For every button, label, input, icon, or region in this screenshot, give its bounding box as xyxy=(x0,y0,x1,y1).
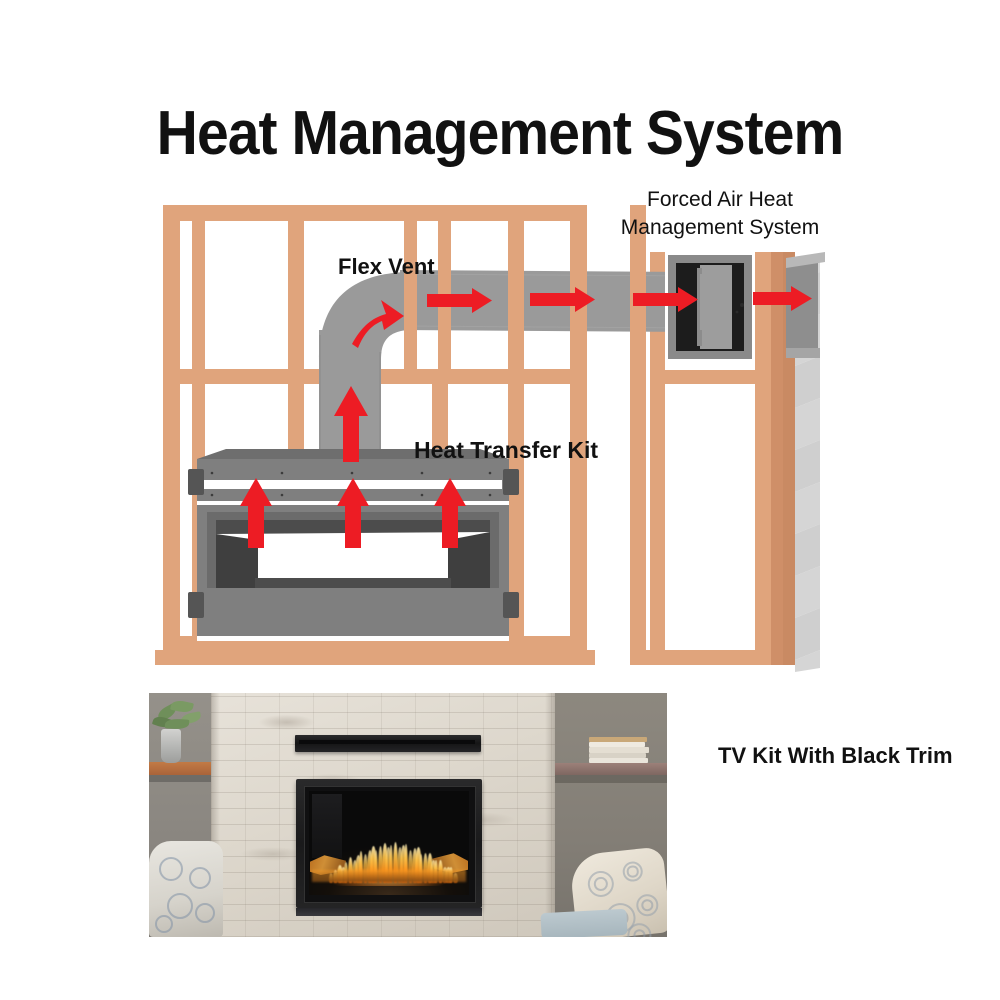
photo-hearth-ledge xyxy=(296,908,482,916)
photo-stone-edge-right xyxy=(545,693,555,937)
label-heat-transfer-kit: Heat Transfer Kit xyxy=(414,437,599,463)
photo-vase xyxy=(161,729,181,763)
label-tv-kit: TV Kit With Black Trim xyxy=(718,743,953,768)
photo-ottoman xyxy=(540,908,628,937)
photo-stone-edge-left xyxy=(211,693,220,937)
photo-plant xyxy=(151,697,207,733)
photo-ember-bed xyxy=(312,870,466,882)
photo-firebox-back-panel xyxy=(312,794,342,858)
photo-shelf-right xyxy=(551,763,667,775)
duct-over-studs xyxy=(404,205,646,665)
installed-fireplace-photo xyxy=(149,693,667,937)
photo-books xyxy=(589,737,649,763)
page-title: Heat Management System xyxy=(156,99,845,168)
exterior-vent-cap xyxy=(786,252,825,358)
airflow-arrows xyxy=(240,286,812,548)
label-flex-vent: Flex Vent xyxy=(338,254,435,279)
photo-shelf-left xyxy=(149,762,213,775)
photo-shelf-left-shadow xyxy=(149,775,213,782)
photo-tv-kit-slot xyxy=(299,740,475,744)
photo-chair-left xyxy=(149,841,223,937)
forced-air-unit xyxy=(665,252,755,362)
label-forced-air-line1: Forced Air Heat xyxy=(647,188,793,211)
photo-shelf-right-shadow xyxy=(551,775,667,783)
label-forced-air-line2: Management System xyxy=(620,216,820,239)
label-forced-air-system: Forced Air Heat Management System xyxy=(590,186,850,242)
